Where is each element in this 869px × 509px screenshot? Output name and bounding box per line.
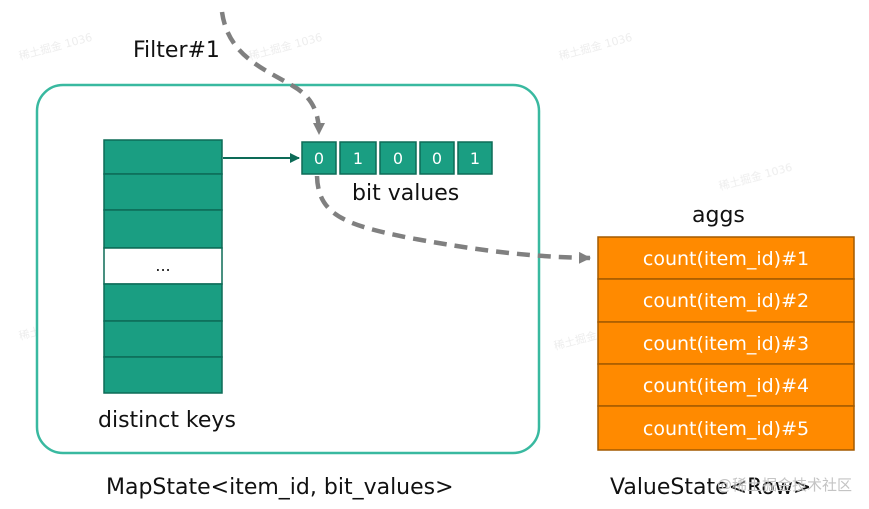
bit-values-label: bit values <box>352 181 459 206</box>
aggs-label: aggs <box>692 203 745 228</box>
agg-row <box>597 363 855 407</box>
svg-text:稀土掘金 1036: 稀土掘金 1036 <box>17 30 94 63</box>
key-cell <box>103 173 223 211</box>
agg-row-label: count(item_id)#3 <box>643 333 809 355</box>
valuestate-caption: ValueState<Row> <box>610 475 811 500</box>
bit-cell <box>339 141 377 175</box>
key-cell <box>103 320 223 358</box>
key-cell-ellipsis <box>103 247 223 285</box>
key-cell <box>103 139 223 175</box>
agg-row-label: count(item_id)#5 <box>643 418 809 440</box>
bit-value: 0 <box>432 149 442 168</box>
agg-row-label: count(item_id)#2 <box>643 290 809 312</box>
svg-text:稀土掘金 1036: 稀土掘金 1036 <box>717 160 794 193</box>
ellipsis-label: ... <box>155 256 170 275</box>
bit-cell <box>419 141 455 175</box>
key-cell <box>103 209 223 249</box>
mapstate-caption: MapState<item_id, bit_values> <box>106 475 454 500</box>
agg-row <box>597 236 855 280</box>
aggs-stack: count(item_id)#1 count(item_id)#2 count(… <box>597 236 855 451</box>
bit-value: 0 <box>393 149 403 168</box>
agg-row <box>597 405 855 451</box>
site-watermark: @稀土掘金技术社区 <box>717 476 852 494</box>
agg-row-label: count(item_id)#1 <box>643 248 809 270</box>
filter-dashed-arrow <box>219 11 325 135</box>
bit-value: 0 <box>314 149 324 168</box>
svg-text:稀土掘金 1036: 稀土掘金 1036 <box>247 30 324 63</box>
key-cell <box>103 356 223 394</box>
bit-cell <box>379 141 417 175</box>
bit-cell <box>457 141 493 175</box>
agg-row-label: count(item_id)#4 <box>643 375 809 397</box>
bit-cell <box>301 141 337 175</box>
key-cell <box>103 283 223 322</box>
bits-to-aggs-dashed-arrow <box>314 175 591 264</box>
distinct-keys-label: distinct keys <box>98 408 236 433</box>
agg-row <box>597 321 855 365</box>
bit-value: 1 <box>353 149 363 168</box>
filter-label: Filter#1 <box>133 38 220 63</box>
svg-text:稀土掘金 1036: 稀土掘金 1036 <box>557 30 634 63</box>
distinct-keys-column: ... <box>103 139 223 394</box>
bit-value: 1 <box>470 149 480 168</box>
bit-values-array: 0 1 0 0 1 <box>301 141 493 175</box>
